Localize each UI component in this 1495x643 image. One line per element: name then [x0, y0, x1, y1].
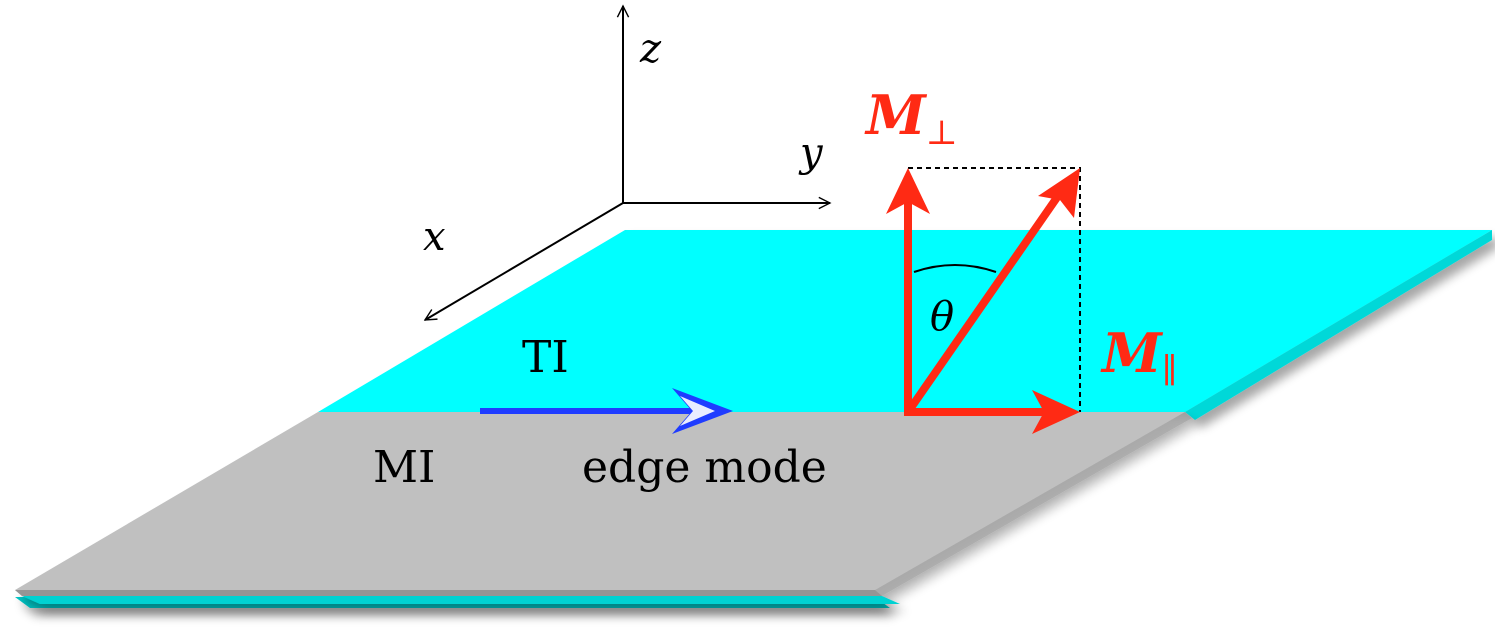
edge-mode-arrow	[480, 388, 733, 434]
x-axis	[425, 202, 624, 321]
svg-text:M⊥: M⊥	[864, 83, 958, 153]
y-axis-label: y	[798, 130, 824, 176]
m-perp-symbol: M	[864, 83, 928, 147]
m-perp-arrow-head	[886, 168, 930, 214]
theta-arc	[913, 264, 997, 273]
magnetization-vectors	[886, 167, 1081, 434]
m-par-symbol: M	[1100, 321, 1164, 385]
ti-label: TI	[522, 332, 569, 383]
m-total-arrow-shaft	[904, 193, 1062, 415]
m-perp-subscript: ⊥	[926, 113, 958, 153]
mi-surface	[15, 412, 1185, 590]
z-axis-label: z	[639, 26, 662, 72]
mi-label: MI	[373, 442, 435, 493]
x-axis-label: x	[423, 214, 446, 260]
ti-side-edge	[1185, 230, 1492, 420]
theta-label: θ	[930, 294, 954, 340]
m-par-label: M∥	[1100, 321, 1178, 391]
mi-layer	[15, 412, 1192, 604]
m-total-arrow-head	[1038, 168, 1080, 218]
m-par-subscript: ∥	[1162, 351, 1178, 391]
edge-mode-label: edge mode	[582, 442, 827, 493]
coordinate-axes	[425, 6, 830, 321]
m-par-arrow-head	[1032, 390, 1080, 434]
m-perp-label: M⊥	[864, 83, 958, 153]
ti-bottom-strip	[22, 596, 900, 604]
svg-text:M∥: M∥	[1100, 321, 1178, 391]
